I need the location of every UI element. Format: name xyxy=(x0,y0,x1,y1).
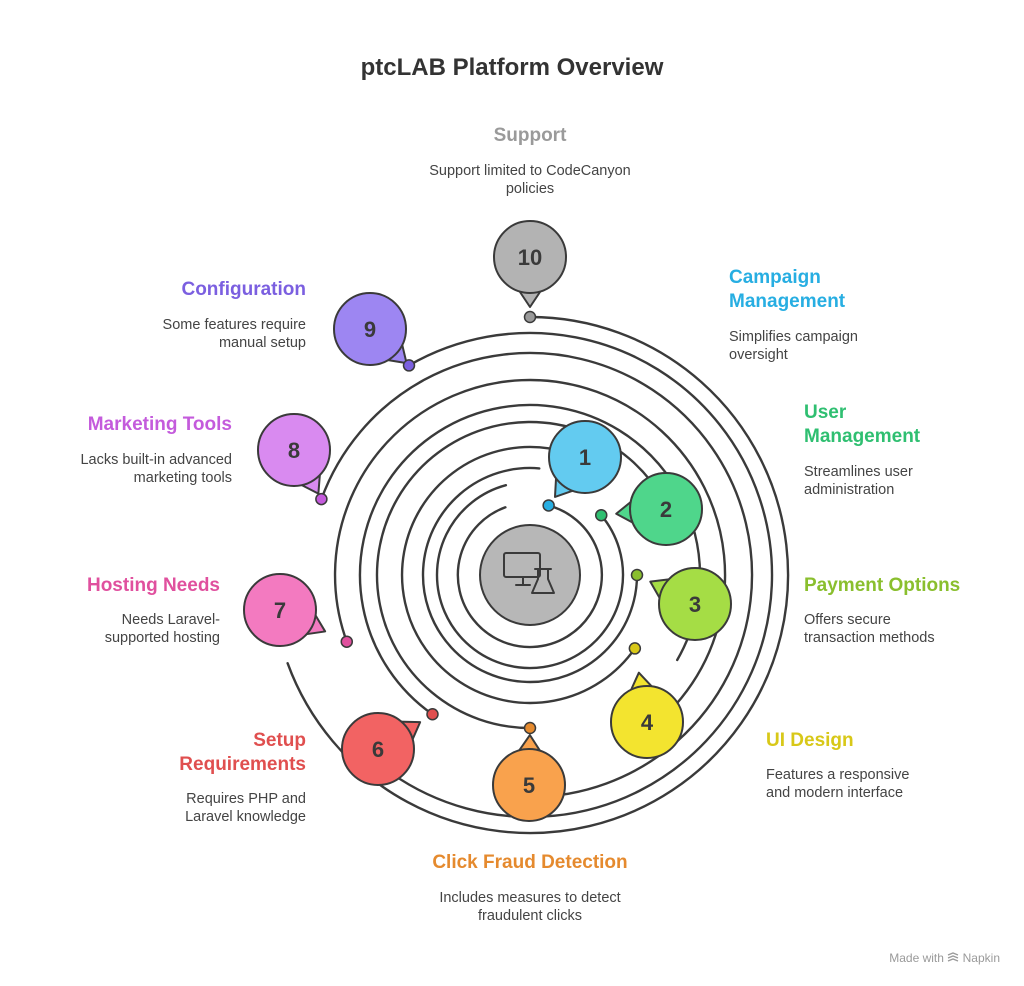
napkin-logo-icon xyxy=(948,952,959,962)
marker-dot-6 xyxy=(426,708,439,721)
label-click-fraud-detection: Click Fraud Detection xyxy=(432,852,628,873)
label-payment-options: Payment Options xyxy=(804,575,961,596)
bubble-fill-6 xyxy=(343,714,413,784)
computer-flask-icon xyxy=(503,552,555,594)
bubble-number-4: 4 xyxy=(641,710,654,735)
marker-dot-5 xyxy=(523,721,537,735)
marker-dot-1 xyxy=(542,499,555,512)
label-support: Support xyxy=(493,125,567,146)
center-hub xyxy=(479,524,581,626)
marker-dot-7 xyxy=(340,635,354,648)
bubble-fill-2 xyxy=(631,474,701,544)
made-with-text: Made with xyxy=(889,950,944,965)
desc-hosting-needs: Needs Laravel-supported hosting xyxy=(104,612,220,646)
marker-dot-8 xyxy=(315,492,328,506)
bubble-fill-8 xyxy=(259,415,329,485)
orbit-ring-3 xyxy=(421,466,639,684)
orbit-ring-6 xyxy=(358,403,702,716)
bubble-number-6: 6 xyxy=(372,737,384,762)
marker-dot-10 xyxy=(523,310,537,324)
label-ui-design: UI Design xyxy=(766,730,854,751)
orbit-ring-10 xyxy=(286,315,790,835)
bubble-fill-4 xyxy=(612,687,682,757)
bubble-fill-3 xyxy=(660,569,730,639)
label-configuration: Configuration xyxy=(181,279,306,300)
bubble-fill-9 xyxy=(335,294,405,364)
bubble-number-2: 2 xyxy=(660,497,672,522)
bubble-number-1: 1 xyxy=(579,445,591,470)
bubble-fill-10 xyxy=(495,222,565,292)
marker-dot-2 xyxy=(594,508,608,522)
page-title: ptcLAB Platform Overview xyxy=(360,54,664,81)
orbit-ring-7 xyxy=(333,378,727,746)
label-marketing-tools: Marketing Tools xyxy=(87,414,232,435)
orbit-ring-2 xyxy=(435,484,625,670)
bubble-number-8: 8 xyxy=(288,438,300,463)
orbit-ring-4 xyxy=(400,445,637,705)
napkin-brand-text: Napkin xyxy=(962,950,1000,965)
made-with-footer: Made with Napkin xyxy=(889,950,1000,965)
bubble-number-10: 10 xyxy=(518,245,542,270)
marker-dot-9 xyxy=(402,359,416,372)
bubble-fill-5 xyxy=(494,750,564,820)
marker-dot-3 xyxy=(630,568,644,582)
bubble-fill-1 xyxy=(550,422,620,492)
orbit-ring-1 xyxy=(456,504,604,649)
bubble-number-7: 7 xyxy=(274,598,286,623)
bubble-number-3: 3 xyxy=(689,592,701,617)
bubble-fill-7 xyxy=(245,575,315,645)
bubble-number-5: 5 xyxy=(523,773,535,798)
label-hosting-needs: Hosting Needs xyxy=(86,575,220,596)
bubble-number-9: 9 xyxy=(364,317,376,342)
marker-dot-4 xyxy=(628,642,642,655)
